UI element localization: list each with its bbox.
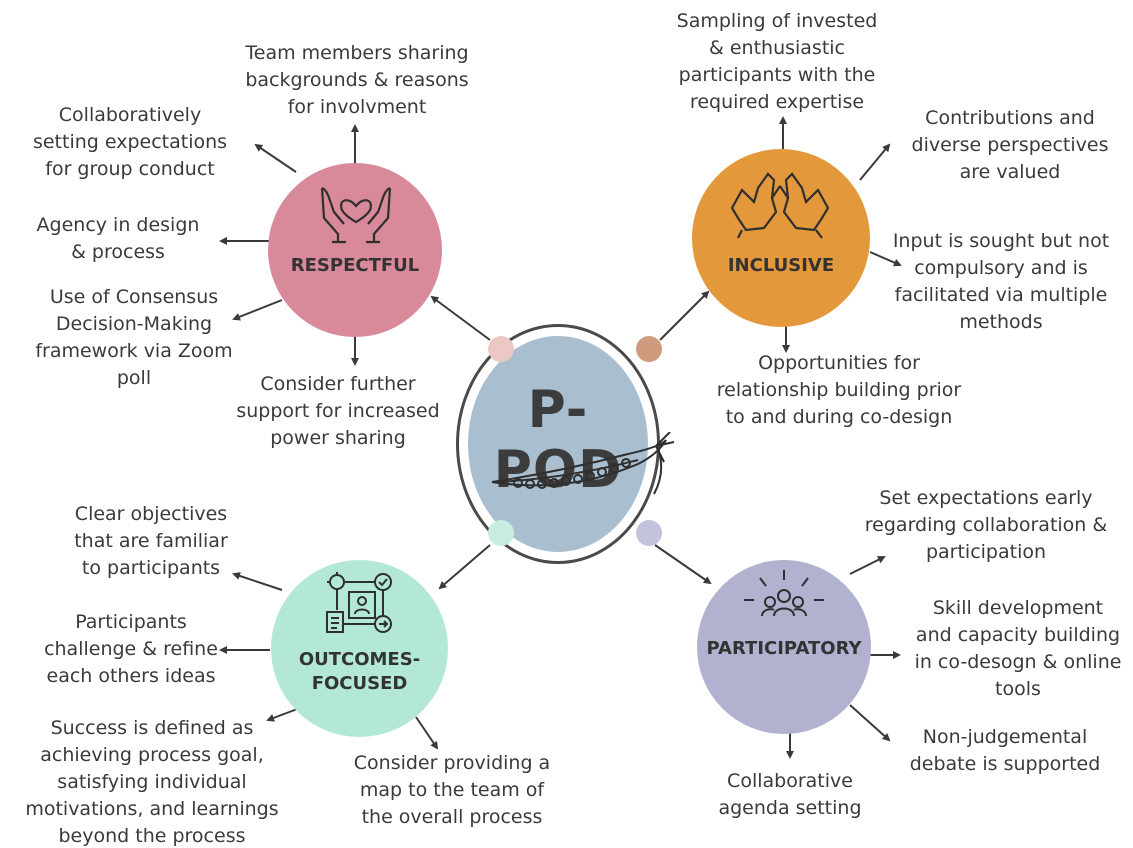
inclusive-item-1: Sampling of invested & enthusiastic part… — [676, 10, 878, 113]
respectful-item-5: Consider further support for increased p… — [236, 373, 440, 449]
dot-bottom-left — [488, 520, 514, 546]
arrow-respectful-4 — [232, 299, 283, 321]
dot-bottom-right — [636, 520, 662, 546]
respectful-item-3: Agency in design & process — [36, 214, 200, 263]
participatory-item-4: Collaborative agenda setting — [718, 770, 862, 819]
arrow-outcomes-1 — [232, 572, 283, 591]
outcomes-label: OUTCOMES- FOCUSED — [298, 649, 421, 694]
outcomes-item-3: Success is defined as achieving process … — [25, 717, 279, 847]
arrow-respectful-2 — [254, 143, 297, 173]
respectful-item-4: Use of Consensus Decision-Making framewo… — [35, 286, 233, 389]
outcomes-item-2: Participants challenge & refine each oth… — [44, 611, 218, 687]
group-icon — [744, 570, 824, 617]
workflow-icon — [326, 572, 392, 633]
respectful-label: RESPECTFUL — [290, 255, 420, 276]
arrow-participatory-3 — [849, 704, 891, 742]
center-title: P-POD — [493, 380, 623, 500]
arrow-outcomes-4 — [415, 716, 439, 750]
inclusive-item-4: Opportunities for relationship building … — [716, 352, 962, 428]
heart-hands-icon — [320, 186, 392, 244]
dot-top-right — [636, 336, 662, 362]
arrow-participatory-1 — [849, 556, 886, 575]
respectful-circle — [268, 163, 442, 337]
arrow-center-participatory — [654, 544, 712, 585]
participatory-label: PARTICIPATORY — [706, 638, 862, 659]
inclusive-circle — [692, 149, 870, 327]
arrow-center-respectful — [430, 295, 491, 341]
participatory-item-2: Skill development and capacity building … — [914, 597, 1122, 700]
participatory-item-1: Set expectations early regarding collabo… — [864, 487, 1108, 563]
outcomes-item-1: Clear objectives that are familiar to pa… — [74, 503, 228, 579]
outcomes-item-4: Consider providing a map to the team of … — [353, 752, 551, 828]
inclusive-label: INCLUSIVE — [727, 255, 835, 276]
dot-top-left — [488, 336, 514, 362]
arrow-center-outcomes — [438, 544, 491, 590]
inclusive-item-3: Input is sought but not compulsory and i… — [892, 230, 1110, 333]
participatory-item-3: Non-judgemental debate is supported — [909, 726, 1101, 775]
inclusive-item-2: Contributions and diverse perspectives a… — [911, 107, 1109, 183]
arrow-outcomes-3 — [266, 707, 301, 722]
high-five-icon — [730, 172, 830, 239]
pea-pod-icon — [491, 432, 675, 495]
respectful-item-2: Collaboratively setting expectations for… — [32, 104, 228, 180]
arrow-center-inclusive — [659, 290, 710, 341]
arrow-inclusive-2 — [859, 143, 891, 181]
arrow-inclusive-3 — [869, 251, 902, 267]
center-circle — [468, 336, 648, 552]
respectful-item-1: Team members sharing backgrounds & reaso… — [245, 42, 469, 118]
outcomes-circle — [271, 560, 448, 737]
